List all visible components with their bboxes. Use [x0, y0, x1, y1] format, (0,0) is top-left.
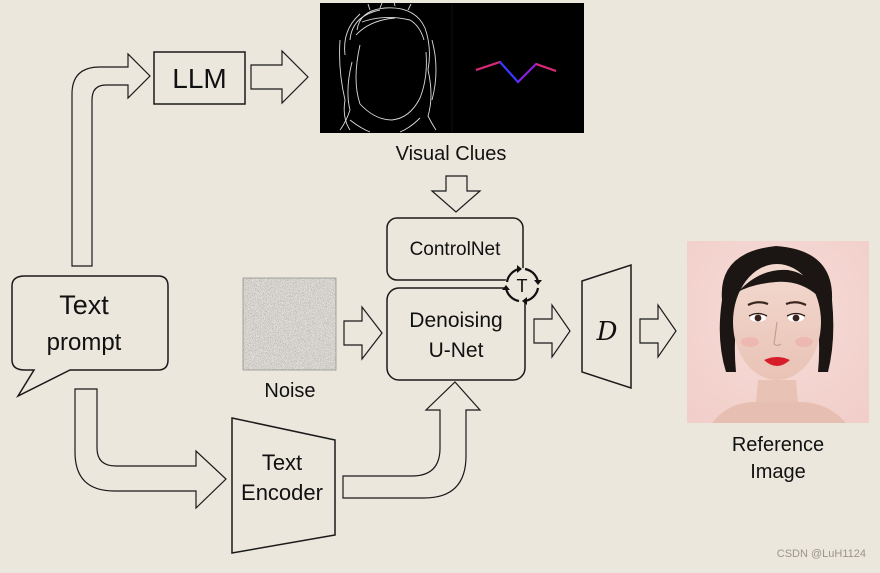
t-symbol-label: T — [517, 276, 528, 296]
denoising-unet-box: Denoising U-Net — [386, 287, 526, 381]
text-prompt-bubble: Text prompt — [11, 275, 169, 398]
arrow-noise-to-unet — [343, 305, 383, 361]
visual-clues-label: Visual Clues — [396, 143, 507, 165]
arrow-text-encoder-to-unet — [342, 381, 482, 499]
text-prompt-label-1: Text — [59, 290, 109, 320]
pose-lines-image — [475, 60, 557, 84]
controlnet-label: ControlNet — [410, 239, 502, 260]
watermark: CSDN @LuH1124 — [776, 548, 866, 560]
llm-box: LLM — [153, 51, 246, 105]
arrow-prompt-to-text-encoder — [74, 388, 227, 510]
reference-label-2: Image — [750, 461, 806, 483]
controlnet-box: ControlNet — [386, 217, 524, 281]
arrow-decoder-to-reference — [639, 303, 677, 359]
edge-map-image — [339, 1, 437, 133]
arrow-visual-clues-to-controlnet — [430, 175, 482, 213]
decoder-block: D — [581, 263, 632, 390]
arrow-unet-to-decoder — [533, 303, 571, 359]
denoising-label-2: U-Net — [429, 339, 484, 362]
reference-label-1: Reference — [732, 434, 824, 456]
llm-label: LLM — [172, 63, 226, 94]
text-encoder-block: Text Encoder — [231, 417, 336, 554]
text-encoder-label-1: Text — [262, 450, 302, 475]
decoder-label: D — [596, 317, 618, 347]
text-prompt-label-2: prompt — [47, 329, 122, 356]
text-encoder-label-2: Encoder — [241, 480, 323, 505]
arrow-prompt-to-llm — [71, 52, 151, 267]
reference-portrait-image — [687, 241, 869, 423]
refresh-cycle-icon: T — [502, 265, 542, 305]
noise-label: Noise — [264, 380, 315, 402]
noise-image — [242, 277, 337, 371]
arrow-llm-to-visual-clues — [250, 49, 309, 105]
visual-clues-images — [320, 1, 584, 133]
denoising-label-1: Denoising — [409, 309, 502, 332]
